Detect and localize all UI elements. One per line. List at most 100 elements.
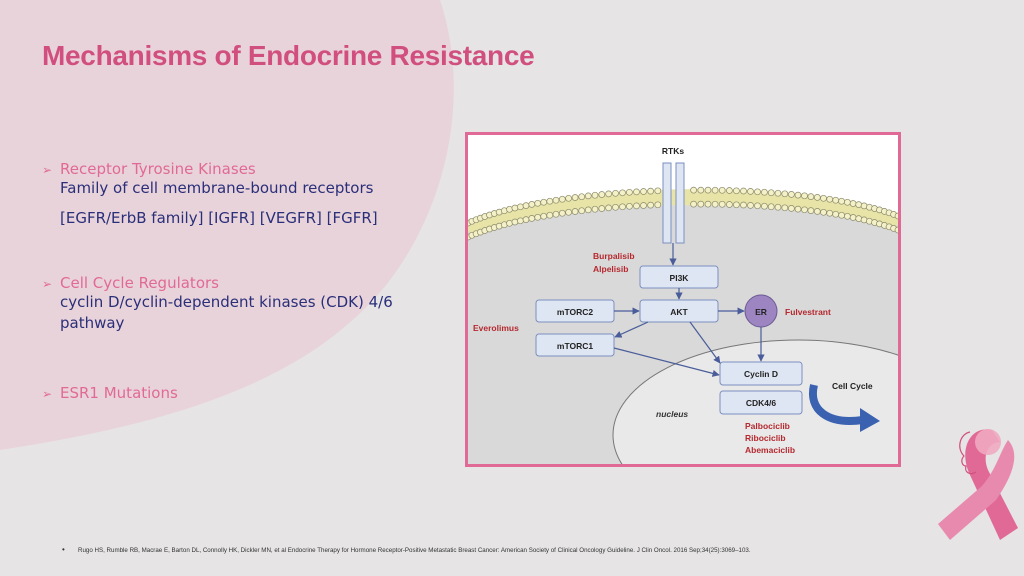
lipid-head	[781, 190, 789, 198]
akt-label: AKT	[670, 307, 688, 317]
lipid-head	[591, 205, 599, 213]
lipid-head	[754, 188, 761, 196]
lipid-head	[619, 203, 626, 211]
lipid-head	[633, 202, 640, 210]
lipid-head	[767, 189, 775, 197]
lipid-head	[894, 212, 898, 220]
lipid-head	[761, 202, 768, 210]
lipid-head	[690, 186, 697, 194]
cyclin-d-label: Cyclin D	[744, 369, 778, 379]
bullet-item-cell-cycle: ➢Cell Cycle Regulators cyclin D/cyclin-d…	[42, 274, 393, 334]
lipid-head	[747, 188, 754, 195]
lipid-head	[640, 188, 647, 195]
nucleus-label: nucleus	[656, 409, 688, 419]
drug-label: Abemaciclib	[745, 445, 795, 455]
lipid-head	[540, 198, 548, 206]
lipid-head	[754, 202, 761, 210]
lipid-head	[552, 196, 560, 204]
lipid-head	[612, 203, 619, 211]
lipid-head	[826, 209, 834, 217]
cell-cycle-label: Cell Cycle	[832, 381, 873, 391]
lipid-head	[598, 191, 606, 198]
lipid-head	[546, 211, 554, 219]
lipid-head	[571, 208, 579, 215]
lipid-head	[781, 204, 789, 212]
pathway-figure: nucleus RTKs Burpalisib Alpelisib PI3K A…	[465, 132, 901, 467]
lipid-head	[511, 204, 519, 212]
lipid-head	[517, 203, 524, 211]
lipid-head	[633, 188, 640, 196]
lipid-head	[591, 191, 599, 199]
arrow-bullet-icon: ➢	[42, 387, 53, 401]
lipid-head	[761, 188, 768, 196]
lipid-head	[740, 187, 747, 195]
lipid-head	[640, 202, 647, 209]
lipid-head	[565, 208, 572, 216]
lipid-head	[647, 201, 654, 209]
lipid-head	[894, 226, 898, 234]
lipid-head	[697, 186, 705, 194]
rtks-label: RTKs	[662, 146, 684, 156]
lipid-head	[774, 203, 782, 211]
lipid-head	[820, 208, 827, 216]
drug-label: Ribociclib	[745, 433, 786, 443]
lipid-head	[506, 205, 513, 213]
lipid-head	[844, 212, 851, 220]
lipid-head	[813, 208, 821, 215]
lipid-head	[788, 191, 795, 198]
lipid-head	[844, 198, 851, 206]
lipid-head	[726, 201, 733, 208]
lipid-head	[522, 202, 530, 209]
lipid-head	[711, 186, 719, 194]
bullet-item-rtk: ➢Receptor Tyrosine Kinases Family of cel…	[42, 160, 378, 229]
lipid-head	[855, 201, 863, 208]
bullet-heading: ESR1 Mutations	[60, 384, 178, 402]
bullet-text: Family of cell membrane-bound receptors	[60, 179, 374, 197]
lipid-head	[718, 200, 726, 208]
lipid-head	[506, 219, 513, 227]
lipid-head	[619, 189, 626, 197]
cdk46-label: CDK4/6	[746, 398, 777, 408]
reference-bullet: •	[62, 545, 65, 554]
bullet-text: [EGFR/ErbB family] [IGFR] [VEGFR] [FGFR]	[60, 209, 378, 227]
pathway-diagram: nucleus RTKs Burpalisib Alpelisib PI3K A…	[468, 135, 898, 464]
bullet-text: cyclin D/cyclin-dependent kinases (CDK) …	[60, 293, 393, 311]
bullet-heading: Cell Cycle Regulators	[60, 274, 219, 292]
lipid-head	[558, 209, 566, 217]
rtk-receptor-right	[675, 162, 685, 244]
lipid-head	[718, 186, 726, 194]
lipid-head	[807, 207, 815, 214]
er-label: ER	[755, 307, 767, 317]
lipid-head	[726, 187, 733, 194]
lipid-head	[788, 205, 795, 212]
lipid-head	[517, 217, 524, 225]
lipid-head	[813, 194, 821, 201]
cell-cycle-arrowhead-icon	[860, 408, 880, 432]
lipid-head	[654, 187, 662, 195]
lipid-head	[647, 187, 654, 195]
lipid-head	[838, 197, 845, 205]
awareness-ribbon-logo	[938, 429, 1018, 540]
lipid-head	[584, 192, 592, 200]
lipid-head	[807, 193, 815, 200]
drug-label: Palbociclib	[745, 421, 790, 431]
lipid-head	[774, 189, 782, 197]
drug-label: Fulvestrant	[785, 307, 831, 317]
lipid-head	[832, 210, 840, 218]
lipid-head	[704, 186, 712, 194]
lipid-head	[626, 202, 633, 210]
lipid-head	[584, 206, 592, 214]
lipid-head	[690, 200, 697, 208]
drug-label: Burpalisib	[593, 251, 635, 261]
page-title: Mechanisms of Endocrine Resistance	[42, 40, 535, 71]
lipid-head	[605, 204, 612, 212]
lipid-head	[565, 194, 572, 202]
lipid-head	[534, 199, 542, 207]
lipid-head	[838, 211, 845, 219]
lipid-head	[704, 200, 712, 208]
lipid-head	[711, 200, 719, 208]
lipid-head	[820, 194, 827, 202]
lipid-head	[612, 189, 619, 197]
lipid-head	[849, 200, 857, 207]
